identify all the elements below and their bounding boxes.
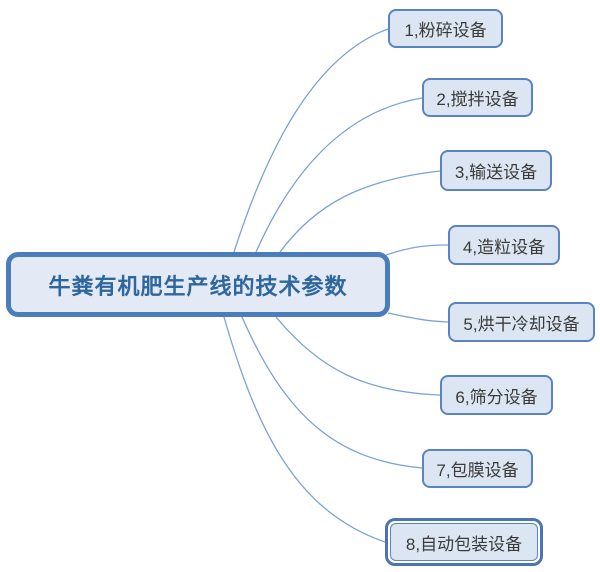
branch-node-4[interactable]: 4,造粒设备 bbox=[448, 225, 560, 265]
branch-node-7[interactable]: 7,包膜设备 bbox=[422, 449, 533, 488]
connector-branch-5 bbox=[387, 312, 449, 323]
branch-node-8[interactable]: 8,自动包装设备 bbox=[390, 523, 538, 561]
connector-branch-2 bbox=[255, 97, 423, 253]
branch-node-2[interactable]: 2,搅拌设备 bbox=[422, 78, 533, 117]
connector-branch-6 bbox=[275, 316, 441, 396]
connector-branch-8 bbox=[223, 316, 386, 543]
branch-node-1[interactable]: 1,粉碎设备 bbox=[388, 9, 503, 48]
branch-node-3[interactable]: 3,输送设备 bbox=[440, 150, 552, 191]
branch-node-8-selected[interactable]: 8,自动包装设备 bbox=[385, 518, 543, 566]
connector-branch-4 bbox=[385, 244, 449, 256]
connector-branch-1 bbox=[233, 28, 389, 253]
branch-node-6[interactable]: 6,筛分设备 bbox=[440, 375, 553, 415]
connector-branch-7 bbox=[241, 316, 423, 469]
connector-branch-3 bbox=[279, 170, 441, 253]
central-topic-node[interactable]: 牛粪有机肥生产线的技术参数 bbox=[6, 252, 390, 317]
branch-node-5[interactable]: 5,烘干冷却设备 bbox=[448, 302, 595, 342]
